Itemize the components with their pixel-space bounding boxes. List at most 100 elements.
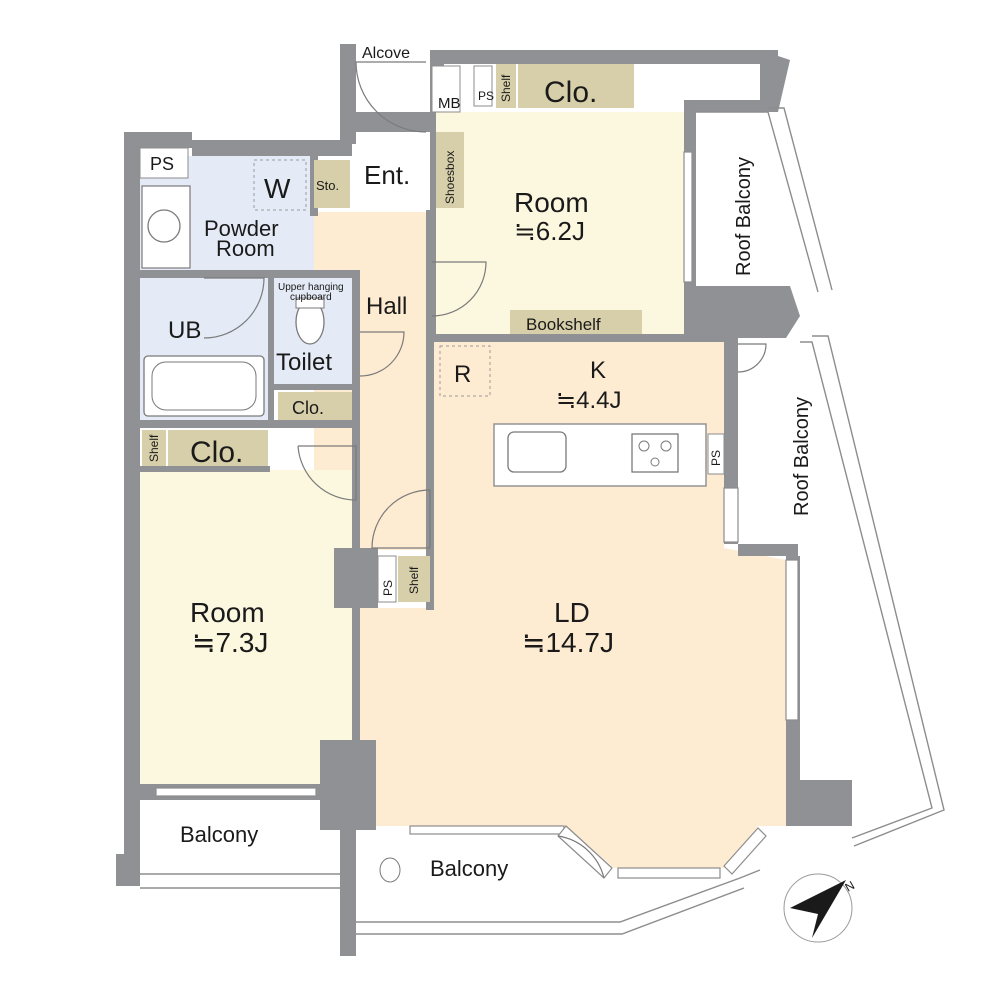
bookshelf: [510, 310, 642, 334]
k-area: ≒4.4J: [556, 387, 622, 414]
wall: [684, 286, 800, 338]
washbasin-icon: [141, 185, 191, 269]
window: [785, 559, 799, 721]
roof-balcony-top-label: Roof Balcony: [733, 157, 755, 276]
window: [155, 787, 317, 797]
door-swing: [203, 277, 265, 339]
bookshelf-label: Bookshelf: [526, 315, 601, 334]
shelf-top-label: Shelf: [499, 74, 513, 102]
bathtub-inner: [151, 361, 257, 411]
compass-ring: [783, 873, 853, 943]
wall: [268, 270, 274, 426]
wall: [352, 270, 360, 750]
wall: [340, 826, 356, 956]
toilet-tank-icon: [295, 297, 325, 309]
top-ps: [473, 65, 493, 107]
top-closet: [518, 64, 634, 108]
shoesbox: [436, 132, 464, 208]
shoesbox-label: Shoesbox: [443, 151, 457, 204]
center-ps: [377, 555, 397, 603]
burner-icon: [660, 440, 672, 452]
balcony-edge: [356, 869, 761, 923]
wall: [340, 112, 430, 132]
room-left-label: Room: [190, 597, 265, 628]
compass-arrow-icon: [790, 880, 846, 938]
clo-mid-label: Clo.: [292, 398, 324, 418]
roof-balcony-edge: [812, 335, 945, 847]
mb-label: MB: [438, 95, 461, 112]
shelf-mid: [142, 430, 166, 466]
door-swing: [371, 489, 431, 549]
roof-balcony-edge: [696, 111, 819, 293]
ps-left-box: [139, 147, 189, 179]
window: [617, 867, 721, 879]
ld-area: ≒14.7J: [522, 627, 614, 658]
ps-center-label: PS: [381, 580, 395, 596]
storage: [314, 160, 350, 208]
door-swing: [431, 261, 487, 317]
room-top-area: ≒6.2J: [514, 216, 585, 246]
k-label: K: [590, 357, 606, 384]
entrance-fill: [352, 132, 432, 212]
wall: [432, 334, 726, 342]
w-label: W: [264, 173, 291, 204]
wall: [140, 270, 354, 278]
burner-icon: [650, 457, 660, 467]
room-left-area: ≒7.3J: [192, 627, 268, 658]
door-swing: [737, 343, 767, 373]
door-swing: [297, 445, 357, 501]
powder-room-label: Powder: [204, 216, 279, 241]
wall: [738, 544, 798, 556]
mb-box: [431, 65, 461, 113]
room-left-fill: [140, 470, 352, 788]
basin-icon: [147, 209, 181, 243]
balcony-drain-icon: [379, 857, 401, 883]
clo-left: [168, 430, 268, 466]
roof-balcony-edge: [768, 107, 833, 291]
wall: [272, 384, 354, 390]
bathtub-icon: [143, 355, 265, 417]
burner-icon: [638, 440, 650, 452]
roof-balcony-edge: [800, 341, 933, 839]
fridge-space: [439, 345, 491, 397]
wall: [426, 210, 434, 610]
ps-left-label: PS: [150, 154, 174, 174]
upper-hanging-label-2: cupboard: [290, 292, 332, 303]
wall: [696, 50, 790, 112]
stove-icon: [631, 433, 679, 473]
shelf-mid-label: Shelf: [147, 434, 161, 462]
washer-space: [253, 159, 307, 211]
shelf-center-label: Shelf: [407, 566, 421, 594]
kitchen-counter: [493, 423, 707, 487]
window: [683, 151, 693, 283]
alcove-label: Alcove: [362, 45, 410, 62]
r-label: R: [454, 361, 471, 388]
ent-label: Ent.: [364, 160, 410, 190]
clo-mid: [278, 392, 352, 420]
door-swing: [355, 61, 427, 133]
powder-room-label-2: Room: [216, 236, 275, 261]
ld-label: LD: [554, 597, 590, 628]
wall: [124, 132, 140, 884]
hall-fill-2: [352, 420, 432, 550]
wall: [140, 420, 354, 428]
window: [723, 487, 739, 543]
door-swing: [359, 331, 405, 377]
wall: [786, 780, 852, 826]
window: [409, 825, 565, 835]
sink-icon: [507, 431, 567, 473]
ps-kitchen-label: PS: [709, 450, 723, 466]
ps-top-label: PS: [478, 89, 494, 103]
room-top-label: Room: [514, 187, 589, 218]
clo-left-label: Clo.: [190, 436, 243, 469]
center-shelf: [398, 556, 430, 602]
sto-label: Sto.: [316, 178, 339, 193]
kitchen-ps-box: [707, 433, 725, 475]
window: [723, 827, 767, 875]
wall: [430, 50, 778, 64]
door-swing: [557, 835, 605, 879]
clo-top-label: Clo.: [544, 76, 597, 109]
wall: [192, 140, 352, 156]
roof-balcony-right-label: Roof Balcony: [791, 397, 813, 516]
